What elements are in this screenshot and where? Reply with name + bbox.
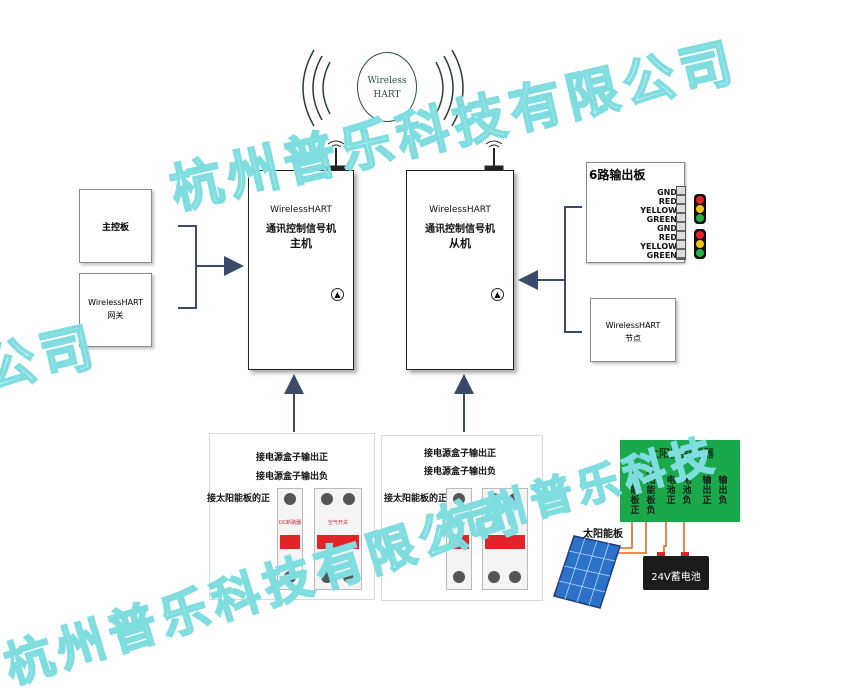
controller-column: 输出正 [702, 476, 712, 506]
traffic-light-icon [694, 194, 706, 224]
terminal-label: YELLOW [640, 242, 677, 251]
dc-breaker: DC断路器 [277, 488, 303, 590]
master-cabinet: WirelessHART 通讯控制信号机 主机 ▲ [248, 170, 354, 370]
badge-line1: Wireless [367, 76, 407, 86]
gateway-label-2: 网关 [107, 311, 124, 320]
solar-controller-title: 太阳能控制器 [648, 447, 714, 460]
terminal-strip [676, 186, 686, 260]
master-line1: WirelessHART [270, 205, 332, 215]
left-to-master-arrow [178, 225, 244, 309]
lock-icon: ▲ [491, 288, 504, 301]
master-line3: 主机 [290, 237, 312, 250]
node-line2: 节点 [625, 334, 641, 343]
master-antenna-icon [326, 140, 346, 171]
node-line1: WirelessHART [605, 321, 661, 330]
terminal-label: GND [657, 188, 677, 197]
controller-column: 太阳能板正 [630, 466, 640, 516]
output-board: 6路输出板 GND RED YELLOW GREEN GND RED YELLO… [586, 162, 685, 263]
controller-column: 输出负 [718, 476, 728, 506]
terminal-label: GND [657, 224, 677, 233]
panel1-label-solar: 接太阳能板的正 [207, 494, 271, 504]
dc-breaker [446, 488, 472, 590]
panel2-label-pos: 接电源盒子输出正 [424, 449, 497, 459]
panel2-label-neg: 接电源盒子输出负 [424, 467, 497, 477]
solar-panel-icon [553, 535, 621, 609]
badge-line2: HART [373, 90, 401, 100]
slave-cabinet: WirelessHART 通讯控制信号机 从机 ▲ [406, 170, 514, 370]
terminal-label: RED [658, 197, 677, 206]
air-switch-tag: 空气开关 [327, 520, 348, 526]
main-board-label: 主控板 [101, 223, 129, 233]
air-switch [482, 488, 528, 590]
panel2-label-solar: 接太阳能板的正 [384, 494, 448, 504]
slave-line2: 通讯控制信号机 [425, 224, 495, 235]
battery-icon: 24V蓄电池 [643, 552, 709, 590]
panel1-label-pos: 接电源盒子输出正 [256, 453, 329, 463]
dc-breaker-tag: DC断路器 [278, 520, 302, 526]
controller-column: 太阳能板负 [646, 466, 656, 516]
slave-line1: WirelessHART [429, 205, 491, 215]
slave-antenna-icon [484, 140, 504, 171]
gateway-box: WirelessHART 网关 [79, 273, 152, 347]
controller-column: 电池负 [682, 476, 692, 506]
terminal-label: YELLOW [640, 206, 677, 215]
traffic-light-icon [694, 229, 706, 259]
gateway-label-1: WirelessHART [88, 298, 143, 307]
slave-line3: 从机 [449, 237, 471, 250]
solar-controller: 太阳能控制器 太阳能板正 太阳能板负 电池正 电池负 输出正 输出负 [620, 440, 740, 522]
output-board-title: 6路输出板 [589, 168, 646, 182]
master-line2: 通讯控制信号机 [266, 224, 336, 235]
node-box: WirelessHART 节点 [590, 298, 676, 362]
controller-column: 电池正 [666, 476, 676, 506]
wirelesshart-badge [357, 52, 417, 122]
main-board-box: 主控板 [79, 189, 152, 263]
panel1-label-neg: 接电源盒子输出负 [256, 472, 329, 482]
air-switch: 空气开关 [314, 488, 362, 590]
right-to-slave-arrow [518, 206, 582, 333]
terminal-label: GREEN [646, 251, 677, 260]
wireless-signal-icon [302, 49, 464, 127]
lock-icon: ▲ [331, 288, 344, 301]
terminal-label: RED [658, 233, 677, 242]
battery-label: 24V蓄电池 [651, 572, 701, 583]
solar-panel-label: 太阳能板 [583, 529, 623, 540]
terminal-label: GREEN [646, 215, 677, 224]
